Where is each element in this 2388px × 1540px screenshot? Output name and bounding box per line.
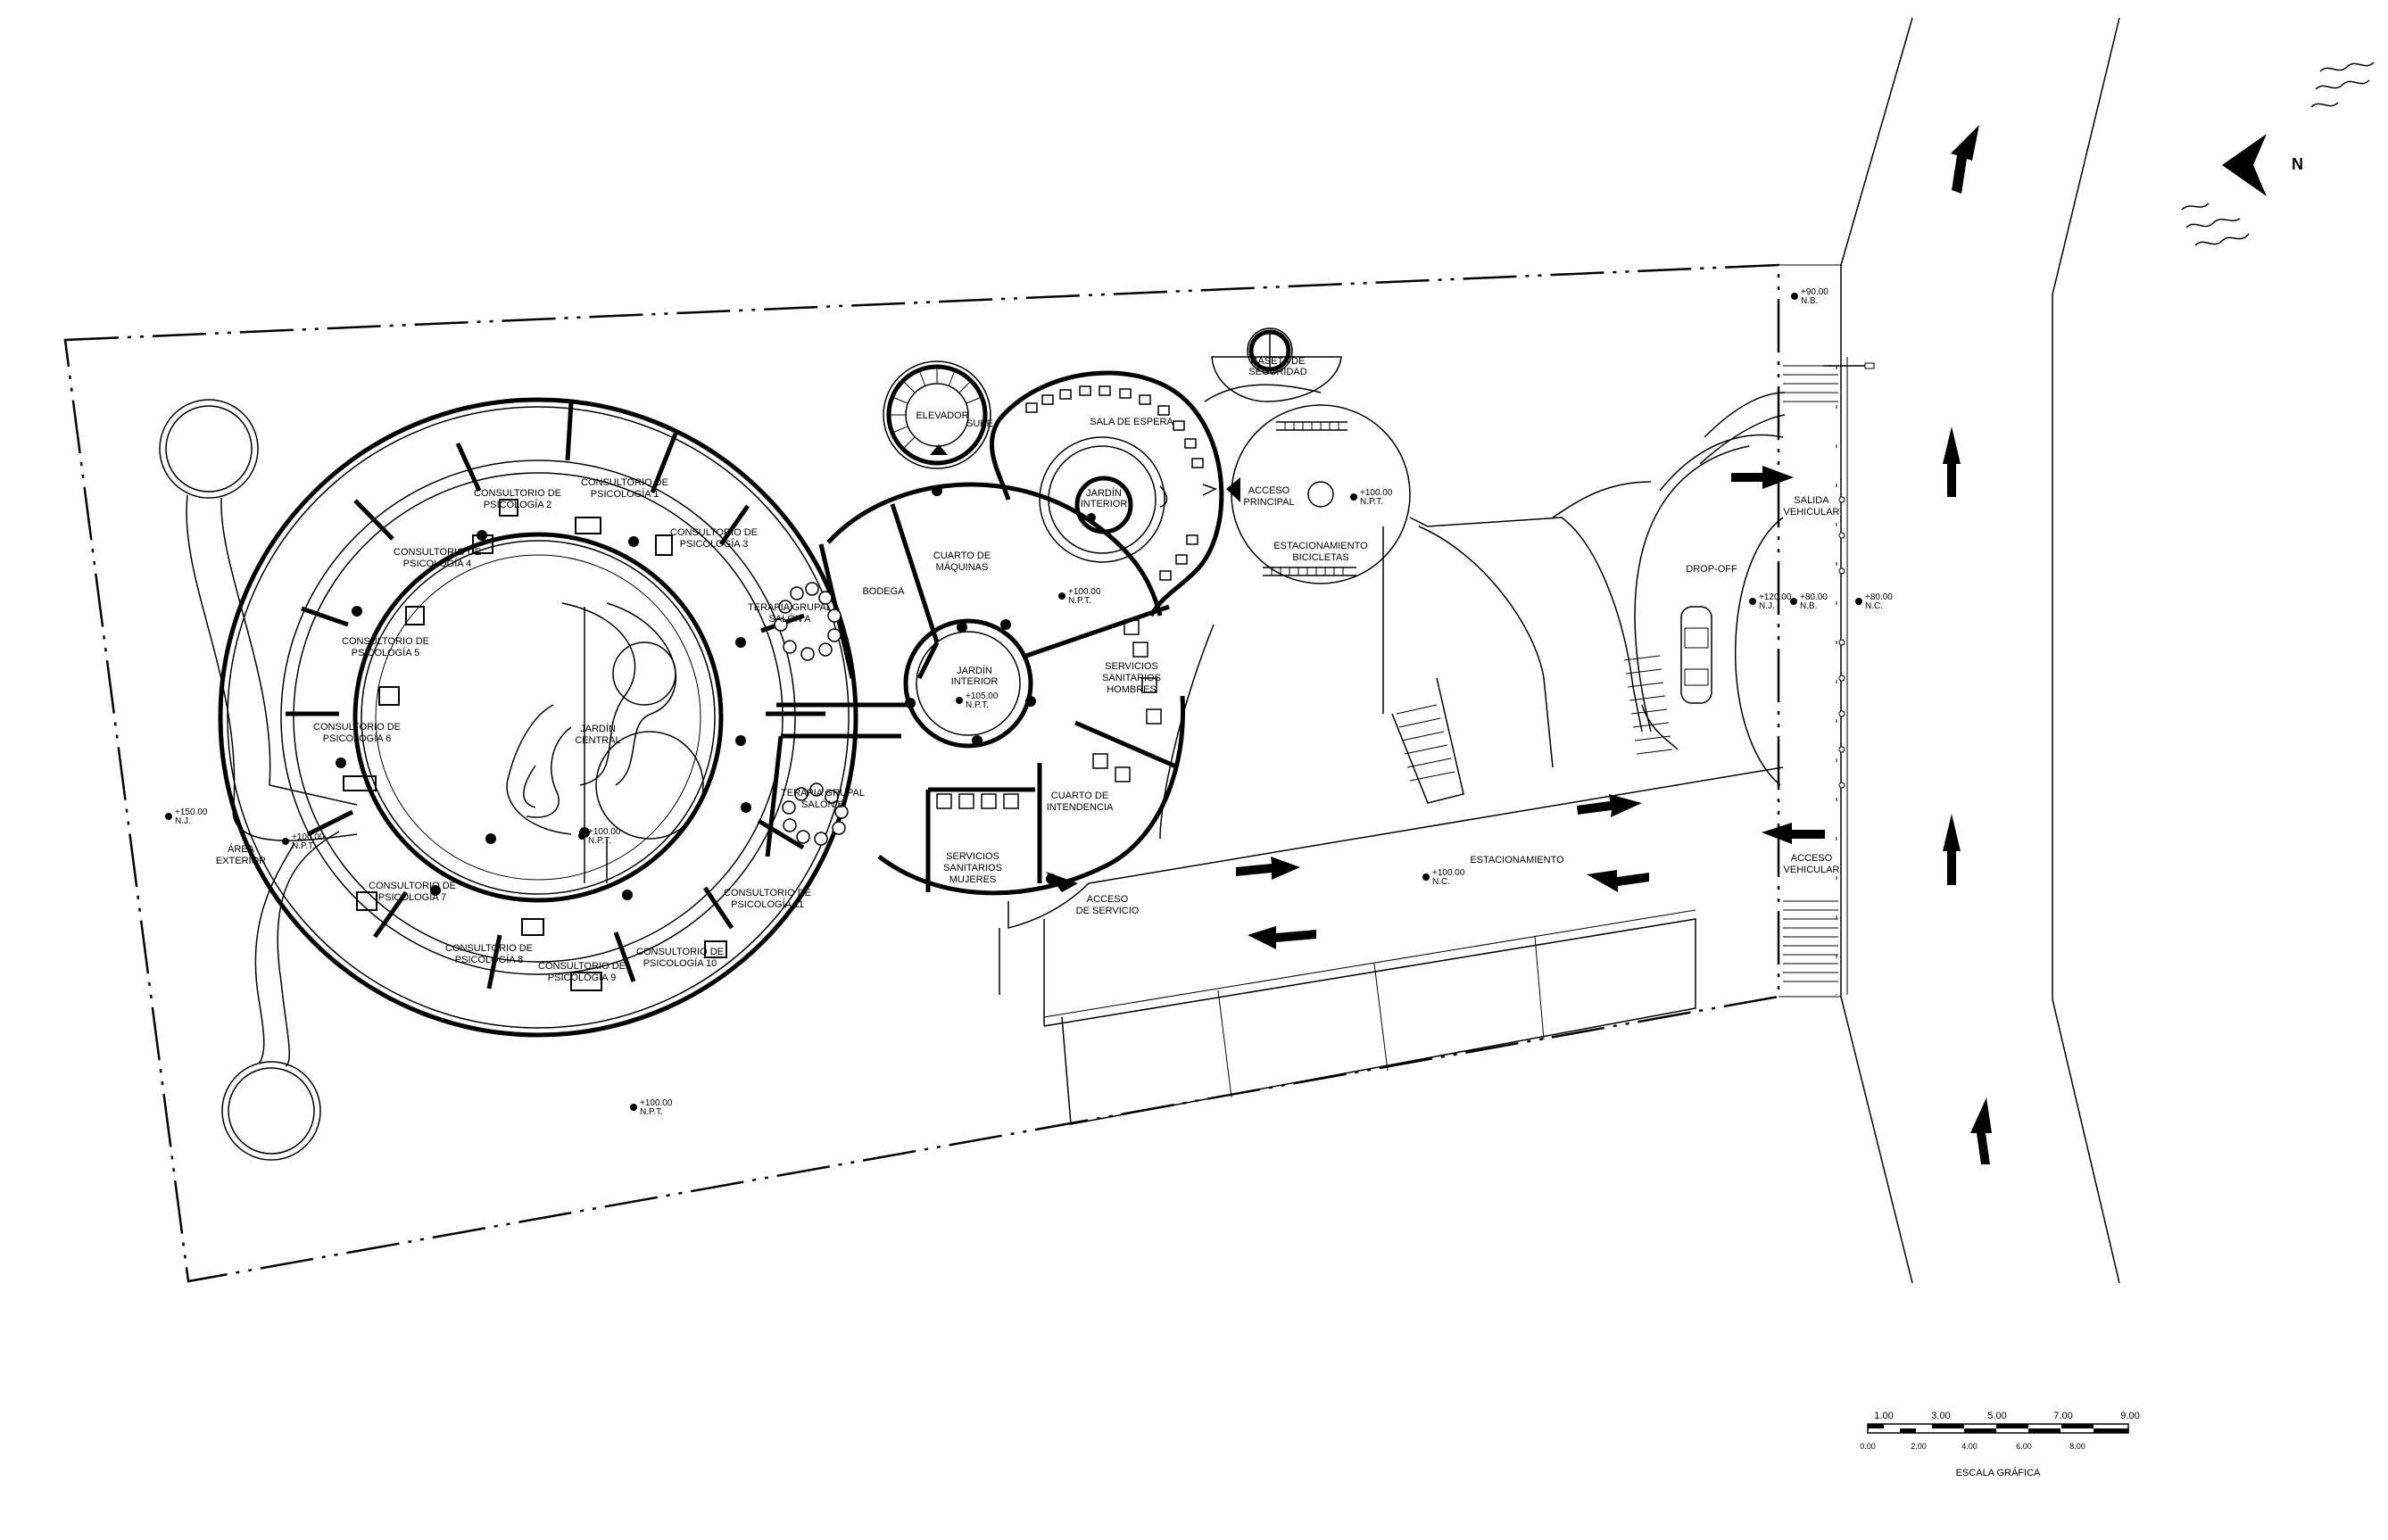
room-label-estacionamiento: ESTACIONAMIENTO (1470, 855, 1564, 865)
site-boundary (63, 263, 1841, 1283)
arrow-icon (1731, 466, 1794, 489)
room-label-sube: SUBE (966, 418, 993, 429)
north-label: N (2292, 155, 2303, 173)
garden-path (159, 399, 358, 1161)
main-circular-building (218, 397, 858, 1038)
arrow-icon (1943, 426, 1961, 497)
arrow-icon (1587, 870, 1649, 892)
traffic-arrows[interactable] (1046, 125, 1992, 1164)
svg-text:+100.00N.P.T.: +100.00N.P.T. (588, 827, 621, 846)
svg-text:+100.00N.P.T.: +100.00N.P.T. (292, 832, 325, 851)
arrow-icon (1577, 794, 1642, 817)
svg-text:+90.00N.B.: +90.00N.B. (1801, 287, 1828, 306)
arrow-icon (1046, 872, 1078, 892)
room-label-drop-off: DROP-OFF (1686, 564, 1737, 575)
room-label-elevador: ELEVADOR (916, 410, 968, 421)
wind-icon (2181, 62, 2375, 246)
secondary-wing (765, 482, 1186, 896)
svg-text:+100.00N.P.T.: +100.00N.P.T. (1360, 488, 1393, 507)
svg-text:+120.00N.J.: +120.00N.J. (1759, 592, 1792, 611)
arrow-icon (1762, 823, 1825, 844)
svg-text:+150.00N.J.: +150.00N.J. (175, 807, 208, 826)
svg-text:+100.00N.C.: +100.00N.C. (1432, 868, 1465, 887)
north-arrow-icon (2222, 134, 2267, 196)
lobby (883, 360, 1240, 617)
parking (999, 766, 1784, 1125)
scale-title: ESCALA GRÁFICA (1956, 1467, 2041, 1478)
svg-text:+100.00N.P.T.: +100.00N.P.T. (1068, 587, 1101, 606)
svg-text:+80.00N.C.: +80.00N.C. (1865, 592, 1893, 611)
svg-text:+100.00N.P.T.: +100.00N.P.T. (640, 1098, 673, 1117)
svg-text:+105.00N.P.T.: +105.00N.P.T. (966, 691, 999, 710)
room-label-bodega: BODEGA (862, 586, 905, 597)
arrow-icon (1951, 125, 1979, 194)
arrow-icon (1970, 1097, 1992, 1164)
north-arrow: N (2181, 62, 2375, 246)
svg-text:+80.00N.B.: +80.00N.B. (1800, 592, 1828, 611)
arrow-icon (1236, 857, 1300, 880)
plaza (1159, 327, 1786, 840)
room-label-sala-espera: SALA DE ESPERA (1090, 417, 1173, 427)
arrow-icon (1943, 814, 1961, 885)
arrow-icon (1248, 926, 1316, 949)
street (1783, 17, 2120, 1284)
